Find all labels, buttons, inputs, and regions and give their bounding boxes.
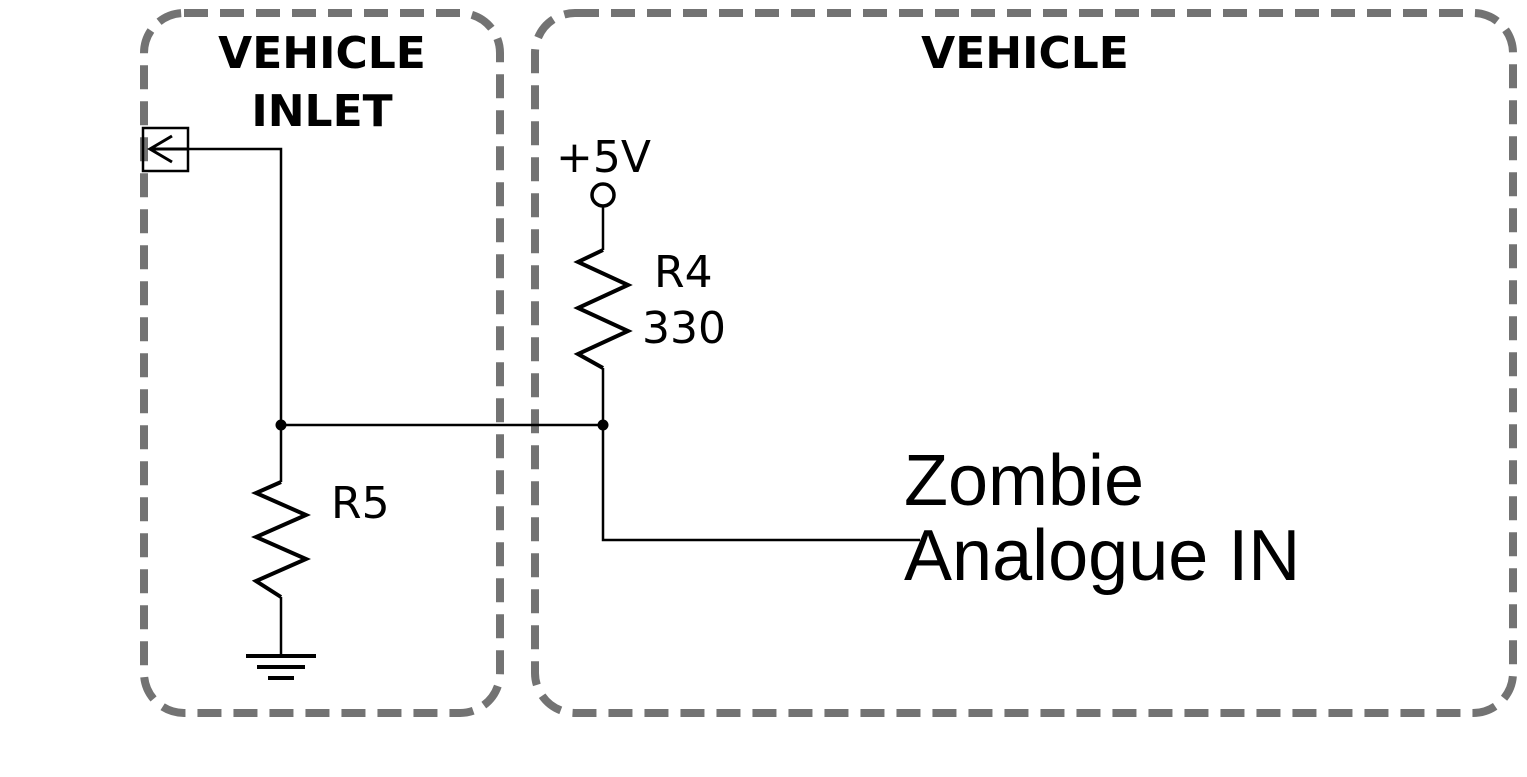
junction-left (275, 419, 287, 431)
wire-connector-to-junction (188, 147, 283, 425)
signal-label-line2: Analogue IN (904, 516, 1300, 596)
vehicle-region (531, 9, 1517, 717)
r5-resistor-icon (251, 480, 311, 599)
supply-terminal-icon (590, 182, 616, 208)
signal-label-line1: Zombie (904, 441, 1144, 521)
ground-icon (246, 654, 316, 680)
vehicle-inlet-title-line2: INLET (251, 86, 392, 137)
vehicle-inlet-title-line1: VEHICLE (218, 28, 426, 79)
r4-value-label: 330 (642, 303, 726, 354)
vehicle-title: VEHICLE (921, 28, 1129, 79)
supply-label: +5V (556, 132, 651, 183)
junction-right (597, 419, 609, 431)
r5-label: R5 (331, 478, 390, 529)
vehicle-inlet-region (140, 9, 504, 717)
connector-arrow-icon (141, 126, 190, 173)
r4-resistor-icon (573, 248, 633, 370)
wire-to-signal (601, 425, 920, 542)
r4-name-label: R4 (654, 247, 713, 298)
